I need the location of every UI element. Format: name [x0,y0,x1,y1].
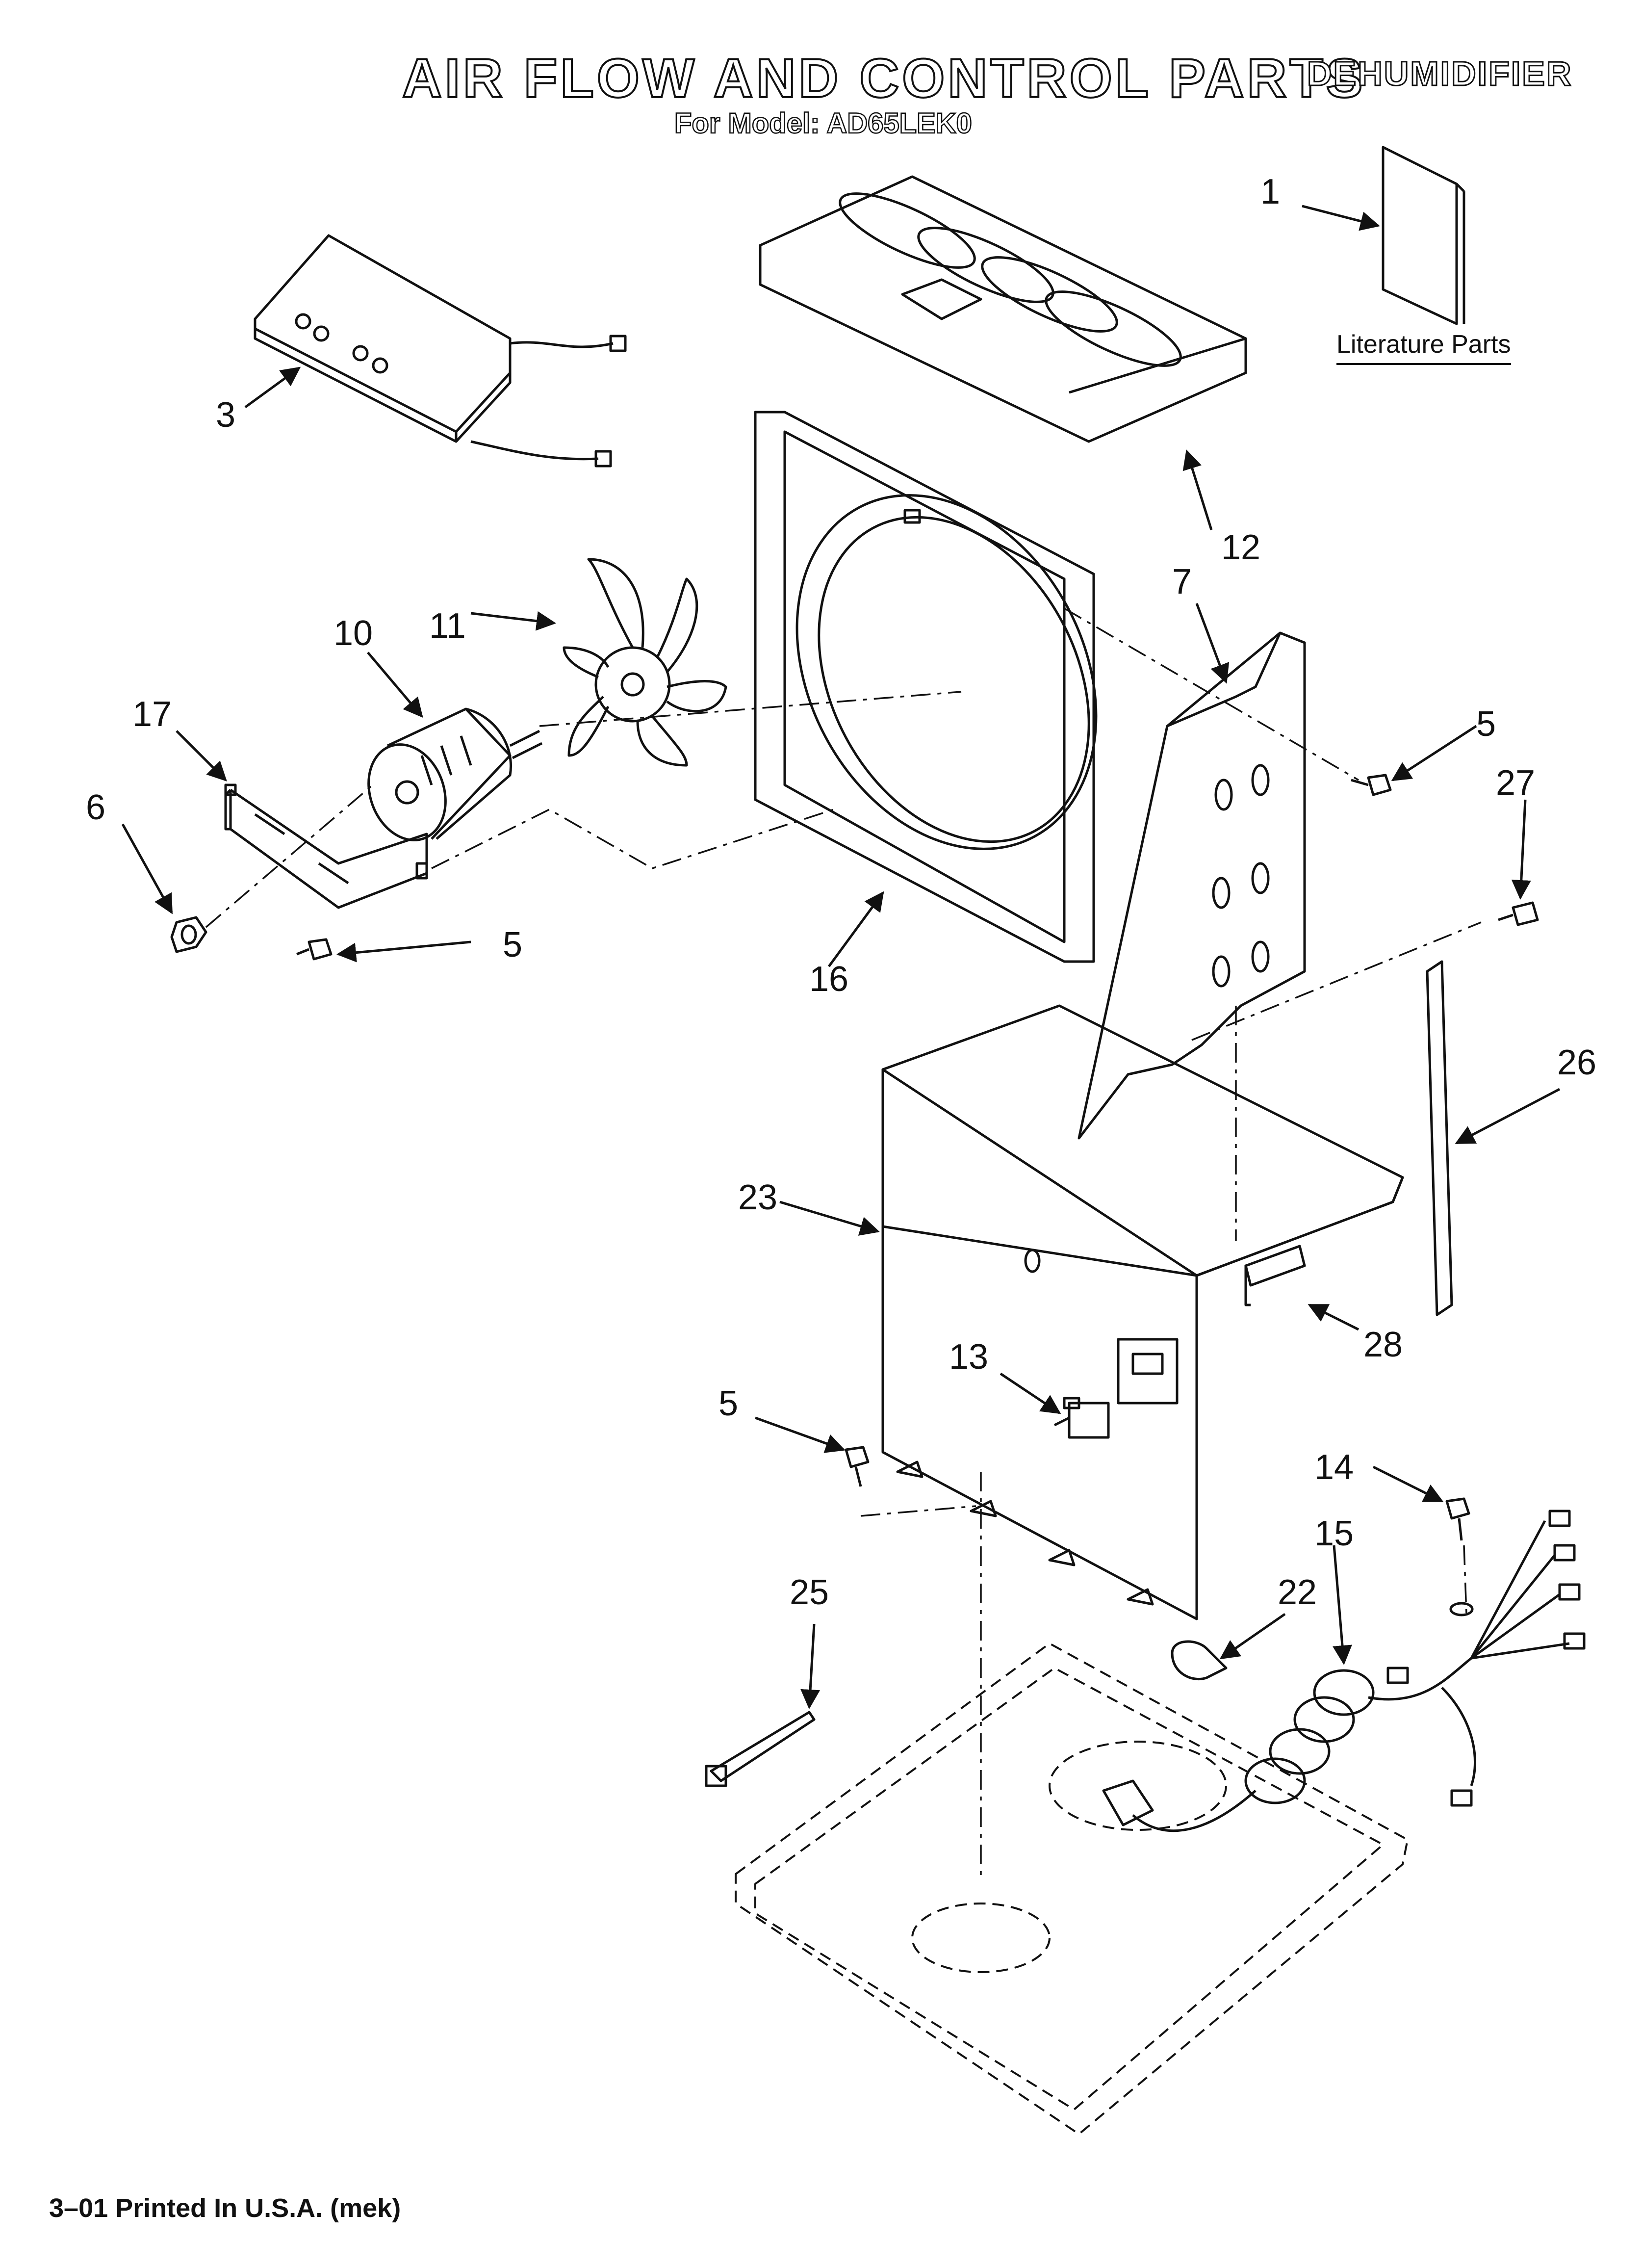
cord-clamp [1171,1640,1228,1681]
callout-14: 14 [1314,1448,1354,1487]
top-grille [759,175,1247,443]
seal-strip [1426,960,1453,1316]
cabinet-bracket [1244,1245,1306,1306]
callout-22: 22 [1278,1573,1317,1612]
print-footer: 3–01 Printed In U.S.A. (mek) [49,2193,401,2223]
callout-10: 10 [334,614,373,653]
callout-12: 12 [1221,528,1260,567]
callout-27: 27 [1496,763,1535,803]
control-panel [254,234,627,468]
literature-parts-label: Literature Parts [1336,330,1511,365]
literature-booklet [1382,146,1465,325]
callout-5b: 5 [503,925,522,965]
base-pan-dashed [735,1642,1409,2135]
callout-13: 13 [949,1337,988,1377]
alignment-lines [205,607,1482,1879]
screw-14 [1445,1497,1470,1541]
callout-17: 17 [132,695,172,734]
fan-motor [367,707,543,841]
hex-nut [170,916,207,953]
motor-bracket [224,783,428,909]
float-switch [1053,1397,1110,1439]
model-line: For Model: AD65LEK0 [674,107,973,140]
screw-5-left [296,938,333,961]
page-title: AIR FLOW AND CONTROL PARTS [401,47,1366,110]
callout-6: 6 [86,788,105,827]
callout-5c: 5 [718,1384,738,1423]
fan-shroud [754,411,1098,963]
screw-5-right [1351,774,1392,796]
callout-3: 3 [216,395,235,435]
baffle-plate [1078,631,1306,1140]
product-type: DEHUMIDIFIER [1307,54,1573,94]
callout-23: 23 [738,1178,777,1217]
callout-26: 26 [1557,1043,1596,1082]
callout-15: 15 [1314,1514,1354,1553]
callout-5a: 5 [1476,704,1496,744]
power-cord-harness [1102,1510,1586,1832]
screw-27 [1498,901,1539,926]
cable-tie [705,1711,816,1787]
callout-7: 7 [1172,562,1192,601]
screw-5-lower [845,1446,870,1487]
main-cabinet [881,1004,1404,1620]
fan-blade [563,558,727,767]
callout-16: 16 [809,960,848,999]
callout-11: 11 [429,606,466,646]
callout-1: 1 [1260,172,1280,211]
callout-28: 28 [1363,1325,1403,1364]
callout-25: 25 [790,1573,829,1612]
